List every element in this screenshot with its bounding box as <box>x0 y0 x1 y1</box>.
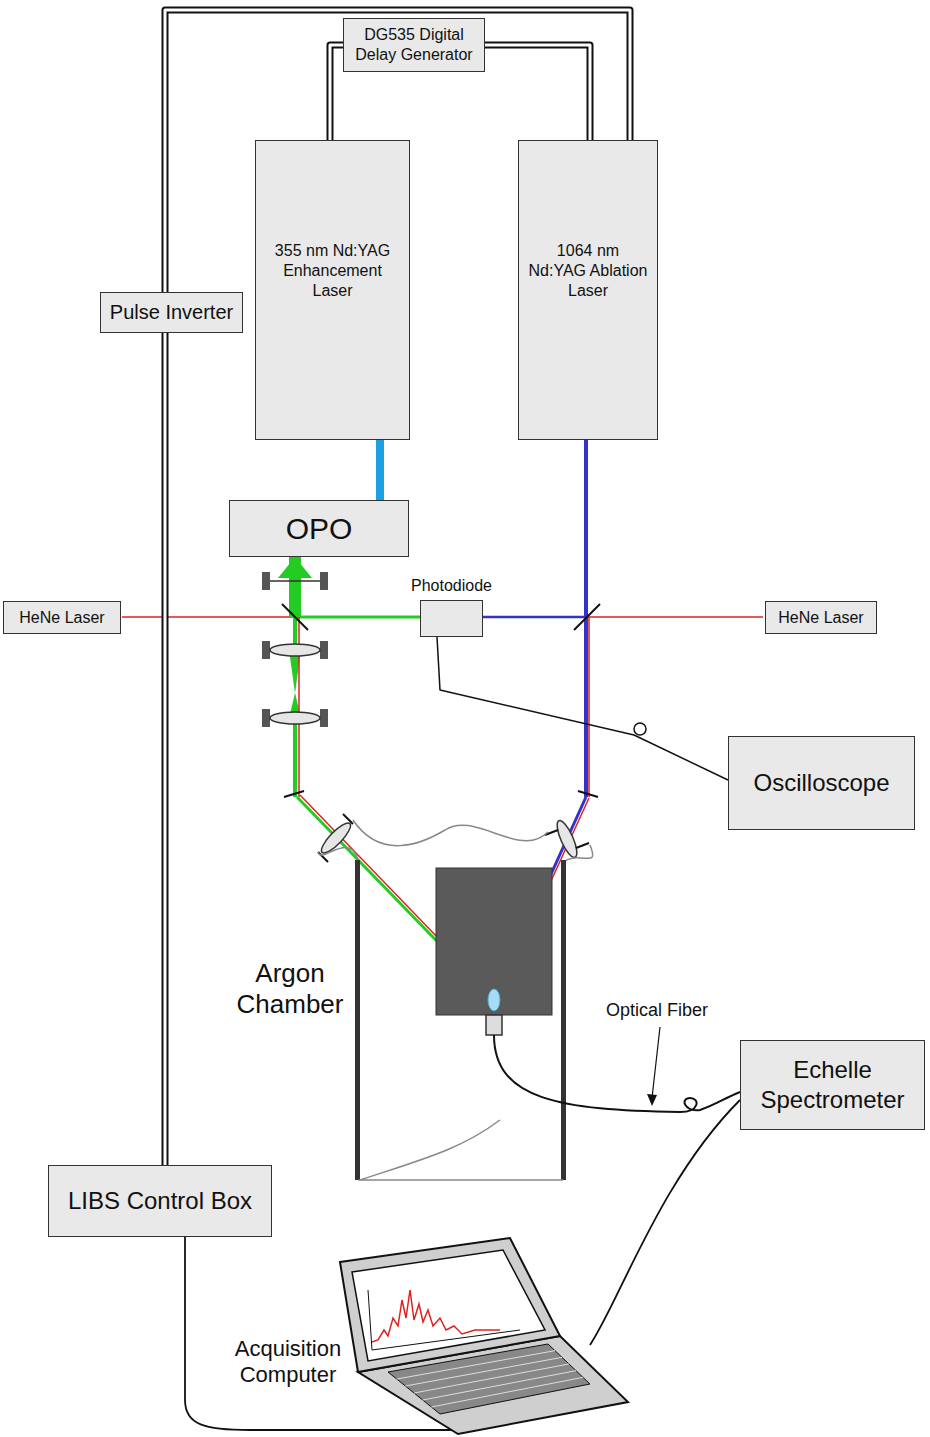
laser-box: 355 nm Nd:YAG Enhancement Laser <box>255 140 410 440</box>
laser-box: 1064 nm Nd:YAG Ablation Laser <box>518 140 658 440</box>
oscilloscope-box: Oscilloscope <box>728 736 915 830</box>
lens <box>270 644 320 656</box>
lens <box>270 712 320 724</box>
computer-label: Acquisition Computer <box>226 1336 350 1389</box>
laser-beam <box>380 440 381 500</box>
hene-beam <box>588 617 590 797</box>
box-label: Pulse Inverter <box>110 300 233 325</box>
optical-fiber <box>494 1035 740 1112</box>
chamber-wall <box>355 860 360 1180</box>
beam-arrowhead <box>278 557 312 578</box>
leader-line <box>652 1027 660 1098</box>
laser-box: HeNe Laser <box>3 601 121 634</box>
gas-tubing <box>318 820 593 862</box>
laptop <box>340 1238 628 1434</box>
box-label: LIBS Control Box <box>68 1186 252 1216</box>
cable <box>590 1100 740 1345</box>
hene-beam <box>586 616 763 618</box>
spectrometer-box: Echelle Spectrometer <box>740 1040 925 1130</box>
plasma-spark <box>488 989 500 1011</box>
optic-mount <box>262 572 328 727</box>
box-label: OPO <box>286 510 353 548</box>
chamber-floor <box>358 1120 563 1180</box>
mirror <box>282 604 308 630</box>
box-label: Echelle Spectrometer <box>749 1055 916 1115</box>
box-label: HeNe Laser <box>778 608 863 628</box>
fiber-label: Optical Fiber <box>606 1000 726 1022</box>
inverter-box: Pulse Inverter <box>100 292 243 333</box>
box-label: 1064 nm Nd:YAG Ablation Laser <box>527 241 649 301</box>
sample <box>436 868 552 1015</box>
laser-box: HeNe Laser <box>765 601 877 634</box>
hene-beam <box>122 616 295 618</box>
signal-wire <box>437 637 728 780</box>
box-label: DG535 Digital Delay Generator <box>352 25 476 65</box>
fiber-connector <box>486 1015 502 1035</box>
chamber-label: Argon Chamber <box>226 958 354 1020</box>
delay-generator-box: DG535 Digital Delay Generator <box>343 18 485 72</box>
chamber-wall <box>561 860 566 1180</box>
mirror <box>578 791 598 797</box>
box-label: 355 nm Nd:YAG Enhancement Laser <box>264 241 401 301</box>
lens <box>318 819 354 856</box>
wire-loop <box>634 723 646 735</box>
box-label: Oscilloscope <box>753 768 889 798</box>
mirror <box>574 604 600 630</box>
photodiode-box: Photodiode <box>420 600 483 637</box>
trigger-cable <box>165 333 166 1165</box>
box-label: HeNe Laser <box>19 608 104 628</box>
opo-box: OPO <box>229 500 409 557</box>
trigger-cable <box>485 45 590 140</box>
box-label: Photodiode <box>409 576 494 596</box>
trigger-cable <box>330 45 343 140</box>
control-box: LIBS Control Box <box>48 1165 272 1237</box>
green-beam <box>295 616 420 619</box>
lens <box>553 818 580 859</box>
